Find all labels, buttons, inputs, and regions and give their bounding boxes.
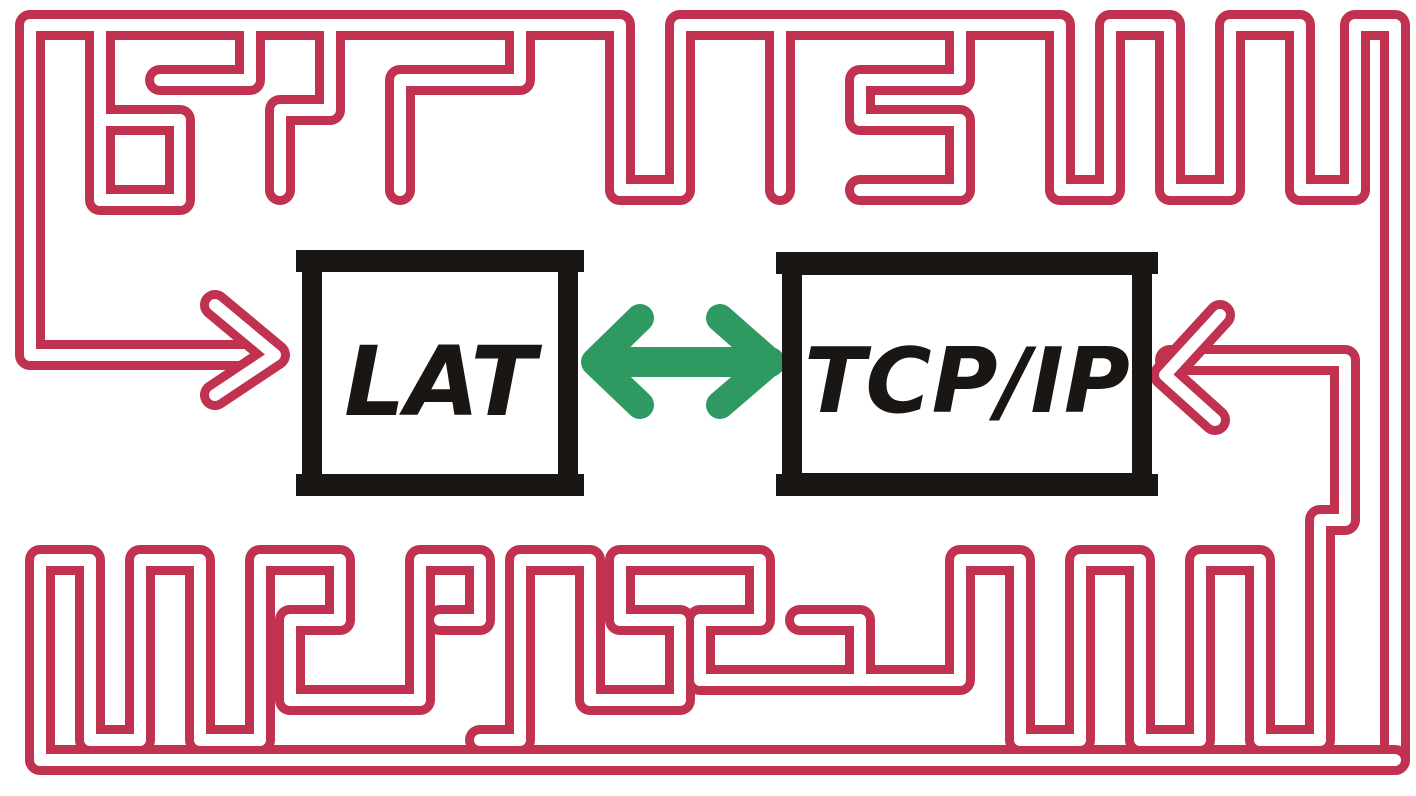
lat-label: LAT — [344, 326, 542, 438]
double-headed-arrow-icon — [595, 318, 770, 405]
tcpip-box: TCP/IP — [776, 252, 1158, 496]
lat-box: LAT — [296, 250, 584, 496]
tcpip-label: TCP/IP — [804, 329, 1130, 434]
